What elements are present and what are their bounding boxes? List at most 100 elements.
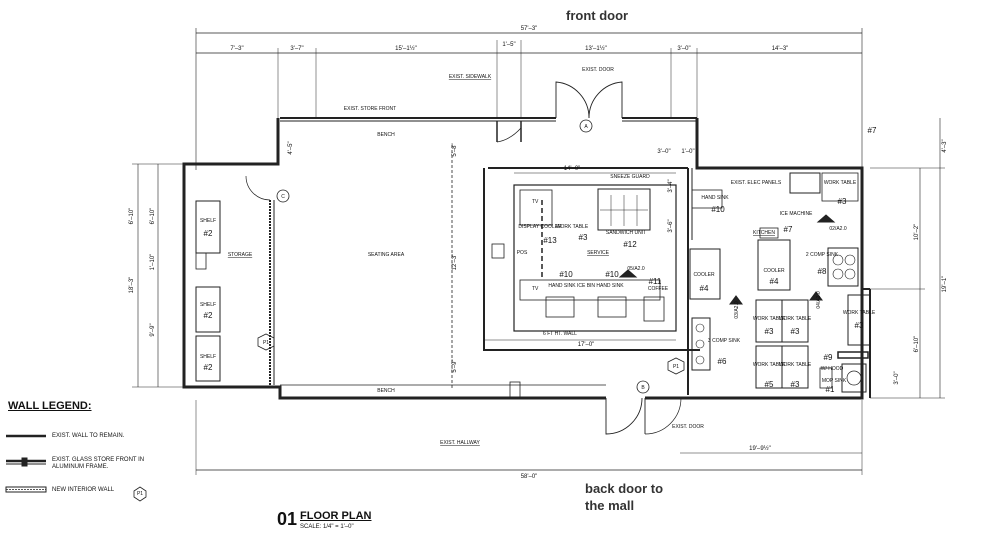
annotation-back-door-line2: the mall <box>585 498 635 513</box>
ref-p1-b: P1 <box>673 364 679 370</box>
dim-seating-depth: 12'–3" <box>452 254 458 271</box>
label-sneeze-guard: SNEEZE GUARD <box>610 174 650 180</box>
tag-hand-sink-service: #10 <box>559 270 573 279</box>
dim-left-top2: 6'–10" <box>150 208 156 225</box>
label-bench-top: BENCH <box>377 132 395 138</box>
dim-counter-len: 17'–0" <box>578 342 595 348</box>
tag-work-table-k2: #3 <box>765 327 774 336</box>
label-exist-hallway: EXIST. HALLWAY <box>440 440 480 446</box>
dim-service-width: 14'–0" <box>564 166 581 172</box>
label-elec-panels: EXIST. ELEC PANELS <box>731 180 782 186</box>
label-shelf-3: SHELF <box>200 354 216 360</box>
dim-4-5: 4'–5" <box>288 141 294 154</box>
ref-section-4: 04/A2.0 <box>816 291 822 308</box>
tag-two-comp-sink: #8 <box>818 267 827 276</box>
dim-top-4: 1'–5" <box>502 42 515 48</box>
label-service: SERVICE <box>587 250 610 256</box>
label-cooler-2: COOLER <box>763 268 785 274</box>
dim-top-6: 3'–0" <box>677 46 690 52</box>
ref-section-2: 02/A2.0 <box>829 226 846 232</box>
legend-glass-storefront: EXIST. GLASS STORE FRONT IN ALUMINUM FRA… <box>52 457 145 470</box>
dim-top-5: 13'–1½" <box>585 45 607 52</box>
dim-right-top: 4'–3" <box>942 139 948 152</box>
tag-work-table-k3: #3 <box>791 327 800 336</box>
tag-work-table-service: #3 <box>579 233 588 242</box>
label-with-hood: W/ HOOD <box>821 366 844 372</box>
label-work-table: WORK TABLE <box>556 224 589 230</box>
label-work-table-k1: WORK TABLE <box>824 180 857 186</box>
dim-right-mid: 10'–2" <box>914 224 920 241</box>
label-hand-sink-service-2: HAND SINK <box>596 283 624 289</box>
dim-right-low: 6'–10" <box>914 336 920 353</box>
annotation-back-door-line1: back door to <box>585 481 664 496</box>
label-work-table-k3: WORK TABLE <box>779 316 812 322</box>
dim-top-7: 14'–3" <box>772 46 789 52</box>
dim-5-8: 5'–8" <box>452 143 458 156</box>
tag-hood: #9 <box>824 353 833 362</box>
label-hand-sink-service: HAND SINK <box>548 283 576 289</box>
label-storage: STORAGE <box>228 252 253 258</box>
drawing-number: 01 <box>277 509 298 529</box>
tag-hand-sink-kitchen: #10 <box>711 205 725 214</box>
label-tv-top: TV <box>532 199 539 205</box>
dim-3-4: 3'–4" <box>668 179 674 192</box>
label-hand-sink-kitchen: HAND SINK <box>701 195 729 201</box>
legend-existing-wall: EXIST. WALL TO REMAIN. <box>52 433 125 439</box>
dim-5-9: 5'–9" <box>452 359 458 372</box>
label-sandwich-unit: SANDWICH UNIT <box>606 230 646 236</box>
tag-cooler-2: #4 <box>770 277 779 286</box>
label-work-table-k6: WORK TABLE <box>843 310 876 316</box>
wall-legend-title: WALL LEGEND: <box>8 400 92 412</box>
label-exist-sidewalk: EXIST. SIDEWALK <box>449 74 492 80</box>
label-half-wall: 6 FT HT. WALL <box>543 331 577 337</box>
tag-shelf-1: #2 <box>204 229 213 238</box>
tag-ice-bin: #10 <box>605 270 619 279</box>
dim-top-3: 15'–1½" <box>395 45 417 52</box>
label-coffee: COFFEE <box>648 286 669 292</box>
annotation-front-door: front door <box>566 8 629 23</box>
ref-door-c: C <box>281 194 285 200</box>
ref-door-a: A <box>584 124 588 130</box>
tag-coffee: #11 <box>649 277 662 286</box>
label-exist-door-top: EXIST. DOOR <box>582 67 614 73</box>
ref-p1-a: P1 <box>263 340 269 346</box>
tag-cooler-1: #4 <box>700 284 709 293</box>
drawing-scale: SCALE: 1/4" = 1'–0" <box>300 524 354 530</box>
dim-left-overall: 18'–3" <box>129 277 135 294</box>
tag-shelf-2: #2 <box>204 311 213 320</box>
tag-work-table-k4: #5 <box>765 380 774 389</box>
tag-mop-sink: #1 <box>826 385 835 394</box>
dim-wall-a: 3'–0" <box>657 149 670 155</box>
dim-top-1: 7'–3" <box>230 46 243 52</box>
ref-p1-legend: P1 <box>137 491 143 497</box>
label-exist-store-front: EXIST. STORE FRONT <box>344 106 396 112</box>
tag-exterior: #7 <box>868 126 877 135</box>
dim-bottom-overall: 58'–0" <box>521 474 538 480</box>
drawing-title: FLOOR PLAN <box>300 510 372 522</box>
tag-shelf-3: #2 <box>204 363 213 372</box>
dim-bottom-right: 19'–9½" <box>749 445 771 452</box>
dim-left-mid: 1'–10" <box>150 254 156 271</box>
label-pos: POS <box>517 250 528 256</box>
dim-wall-b: 1'–0" <box>681 149 694 155</box>
label-work-table-k5: WORK TABLE <box>779 362 812 368</box>
ref-door-b: B <box>641 385 645 391</box>
label-cooler-1: COOLER <box>693 272 715 278</box>
dim-top-2: 3'–7" <box>290 46 303 52</box>
tag-work-table-k6: #3 <box>855 321 864 330</box>
label-shelf-1: SHELF <box>200 218 216 224</box>
dim-overall-top: 57'–3" <box>521 26 538 32</box>
tag-work-table-k1: #3 <box>838 197 847 206</box>
label-seating-area: SEATING AREA <box>368 252 405 258</box>
dim-left-bottom: 9'–9" <box>150 323 156 336</box>
legend-new-interior-wall: NEW INTERIOR WALL <box>52 487 115 493</box>
tag-sandwich-unit: #12 <box>623 240 637 249</box>
label-shelf-2: SHELF <box>200 302 216 308</box>
tag-ice-machine: #7 <box>784 225 793 234</box>
tag-display-cooler: #13 <box>543 236 557 245</box>
label-ice-machine: ICE MACHINE <box>780 211 813 217</box>
dim-right-bot: 3'–0" <box>894 371 900 384</box>
tag-work-table-k5: #3 <box>791 380 800 389</box>
dim-3-6: 3'–6" <box>668 219 674 232</box>
label-tv-bottom: TV <box>532 286 539 292</box>
